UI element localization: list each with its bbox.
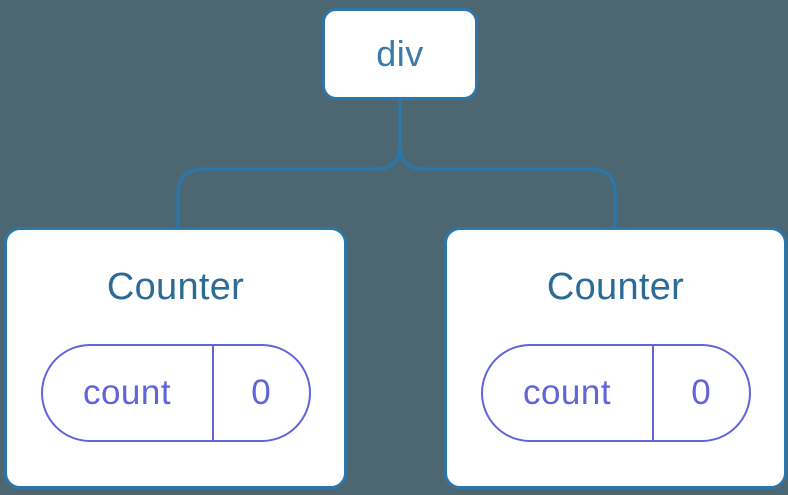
root-node-label: div (376, 33, 424, 74)
counter-card-right: Counter count 0 (444, 227, 787, 489)
connector-right-branch (398, 143, 617, 229)
state-key: count (82, 372, 172, 412)
root-node-div: div (322, 8, 478, 100)
state-key: count (522, 372, 612, 412)
counter-card-left: Counter count 0 (4, 227, 347, 489)
state-pill: count 0 (40, 343, 311, 442)
state-value: 0 (691, 372, 711, 412)
counter-title: Counter (106, 266, 245, 308)
state-value: 0 (251, 372, 271, 412)
pill-divider (651, 345, 654, 440)
state-pill: count 0 (480, 343, 751, 442)
pill-divider (211, 345, 214, 440)
counter-title: Counter (546, 266, 685, 308)
connector-left-branch (176, 98, 402, 229)
